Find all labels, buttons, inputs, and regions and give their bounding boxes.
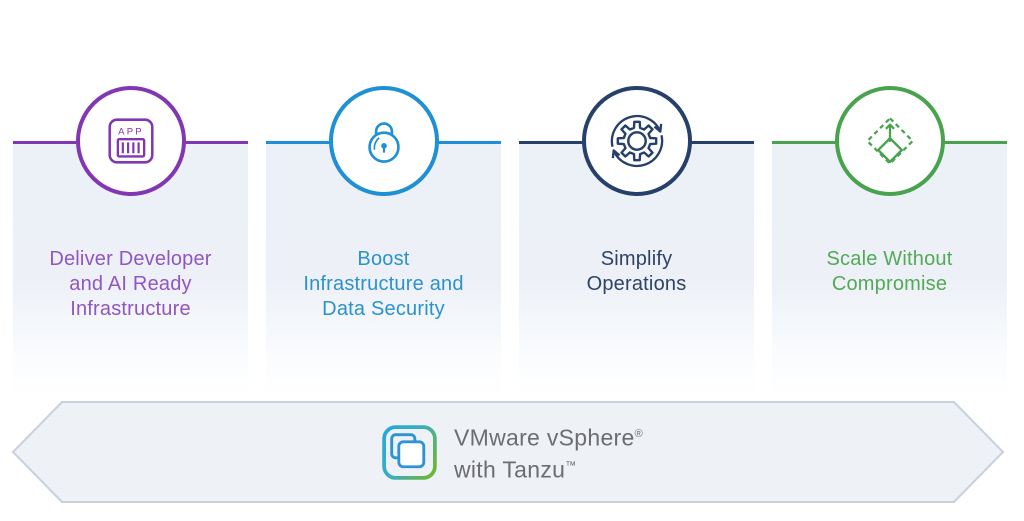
card-title-line: Simplify bbox=[600, 248, 673, 270]
card-title: Simplify Operations bbox=[519, 247, 754, 297]
card-title-line: Data Security bbox=[322, 298, 445, 320]
product-banner: VMware vSphere® with Tanzu™ bbox=[0, 402, 1024, 502]
card-title-line: and AI Ready bbox=[69, 273, 192, 295]
scale-out-icon bbox=[865, 116, 914, 166]
app-icon-label: APP bbox=[118, 127, 144, 138]
product-name-text: VMware vSphere bbox=[453, 425, 635, 451]
card-title-line: Infrastructure and bbox=[303, 273, 464, 295]
card-icon-circle bbox=[834, 86, 945, 196]
banner-hexagon-shape bbox=[11, 401, 1005, 503]
card-title-line: Infrastructure bbox=[70, 298, 191, 320]
gear-cycle-icon bbox=[610, 114, 663, 168]
card-scale-without-compromise: Scale Without Compromise bbox=[772, 86, 1007, 397]
card-icon-circle bbox=[581, 86, 692, 196]
card-title: Deliver Developer and AI Ready Infrastru… bbox=[13, 247, 248, 322]
card-title-line: Boost bbox=[357, 248, 410, 270]
product-name-line2: with Tanzu™ bbox=[454, 452, 643, 484]
card-title-line: Operations bbox=[586, 273, 687, 295]
card-title: Boost Infrastructure and Data Security bbox=[266, 247, 501, 322]
card-icon-circle: APP bbox=[75, 86, 186, 196]
lock-icon bbox=[367, 122, 400, 163]
card-developer-infrastructure: APP Deliver Developer and AI Ready Infra… bbox=[13, 86, 248, 397]
card-simplify-operations: Simplify Operations bbox=[519, 86, 754, 397]
product-name-text: with Tanzu bbox=[453, 456, 566, 483]
vsphere-tanzu-logo bbox=[382, 424, 437, 480]
registered-mark: ® bbox=[634, 428, 643, 441]
trademark-mark: ™ bbox=[565, 460, 577, 472]
product-name: VMware vSphere® with Tanzu™ bbox=[454, 420, 643, 483]
card-title-line: Scale Without bbox=[826, 248, 953, 270]
product-name-line1: VMware vSphere® bbox=[454, 420, 643, 452]
card-icon-circle bbox=[328, 86, 439, 196]
card-title-line: Compromise bbox=[831, 273, 948, 295]
feature-cards: APP Deliver Developer and AI Ready Infra… bbox=[13, 86, 1011, 397]
card-title: Scale Without Compromise bbox=[772, 247, 1007, 297]
card-title-line: Deliver Developer bbox=[49, 248, 212, 270]
app-container-icon: APP bbox=[107, 118, 154, 164]
card-data-security: Boost Infrastructure and Data Security bbox=[266, 86, 501, 397]
